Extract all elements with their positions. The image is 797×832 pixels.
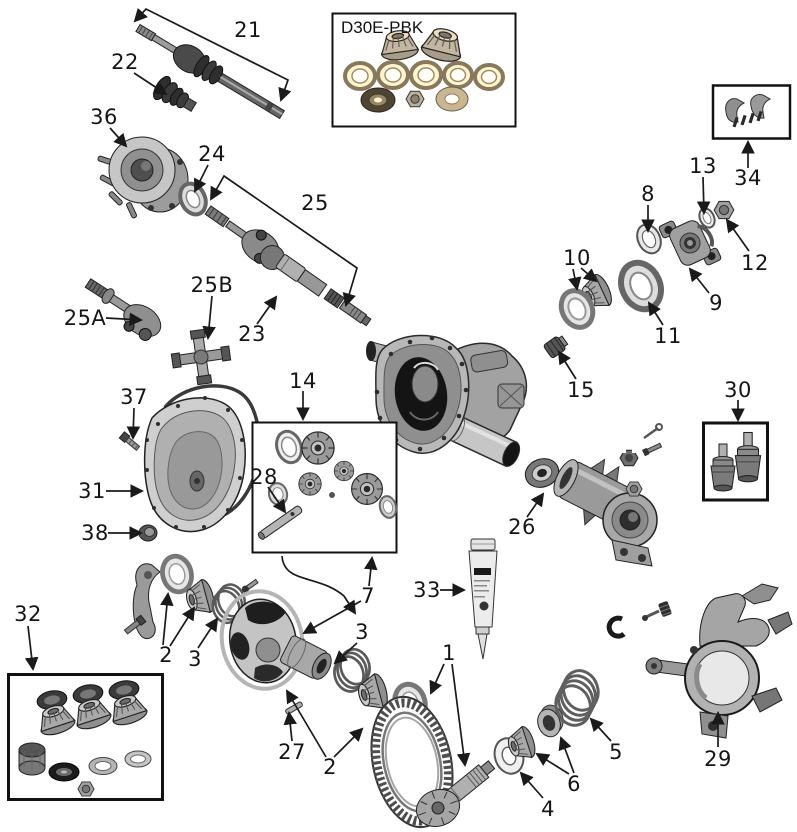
stub-shaft-25a xyxy=(84,278,162,341)
callout-arrows xyxy=(24,7,755,799)
differential-housing xyxy=(366,334,528,467)
hub-bearing-assembly xyxy=(97,136,189,219)
rtv-sealant-tube xyxy=(468,538,498,660)
hardware-kit-box xyxy=(711,84,792,140)
fill-plug-15 xyxy=(543,335,569,359)
cv-boot-kit xyxy=(153,75,197,113)
kit-box-label: D30E-PBK xyxy=(341,18,424,37)
pinion-spacer-6 xyxy=(537,704,564,738)
yoke-bolt xyxy=(641,442,663,457)
washer-8 xyxy=(636,223,662,255)
pinion-bearing-kit-box xyxy=(331,12,517,128)
spider-gear-kit-box xyxy=(251,421,398,554)
crush-sleeve-5 xyxy=(554,669,600,727)
u-joint-cross-25b xyxy=(170,328,232,386)
cover-bolt-37 xyxy=(118,431,141,451)
differential-carrier xyxy=(219,589,332,691)
cv-axle-shaft xyxy=(135,23,286,120)
axle-shaft-assembly xyxy=(204,205,372,327)
snap-ring xyxy=(606,615,626,639)
fill-plug-38 xyxy=(138,524,158,542)
carrier-bolt xyxy=(241,578,259,593)
inner-axle-seal-26 xyxy=(524,458,560,488)
pinion-yoke-9 xyxy=(658,220,722,266)
cross-shaft-28 xyxy=(257,505,303,540)
bearing-cap xyxy=(123,563,161,640)
slinger-ring-11 xyxy=(618,259,664,313)
steering-knuckle xyxy=(645,583,793,739)
knuckle-bolt xyxy=(642,601,672,621)
pinion-nut-12 xyxy=(713,200,735,220)
master-overhaul-kit-box xyxy=(7,673,164,801)
drive-pinion xyxy=(415,760,496,828)
ball-joint-kit-box xyxy=(702,421,769,502)
pinion-seal-10 xyxy=(558,288,596,330)
diff-cover xyxy=(143,396,246,533)
hub-seal xyxy=(178,181,208,217)
axle-disconnect-housing xyxy=(553,423,663,567)
